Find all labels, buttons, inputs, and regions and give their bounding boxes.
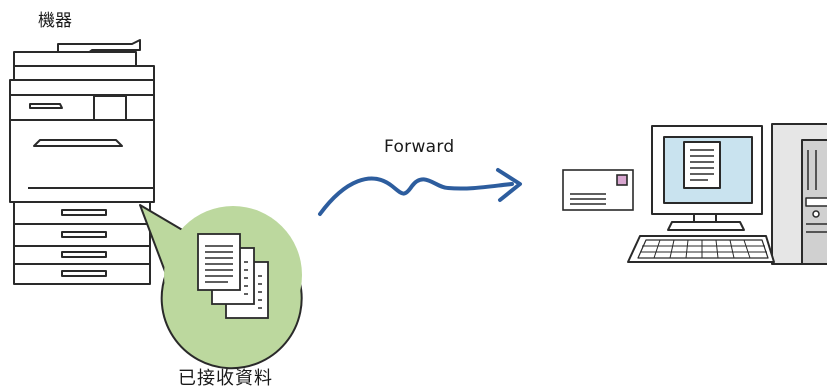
desktop-computer-icon (627, 123, 827, 265)
forward-label: Forward (384, 137, 455, 157)
machine-label: 機器 (38, 11, 72, 31)
multifunction-printer-icon (9, 39, 155, 285)
stacked-documents-icon (197, 233, 269, 319)
envelope-icon (562, 169, 634, 211)
received-data-bubble (139, 204, 303, 370)
forward-arrow-icon (318, 168, 522, 216)
received-data-label: 已接收資料 (178, 368, 273, 389)
